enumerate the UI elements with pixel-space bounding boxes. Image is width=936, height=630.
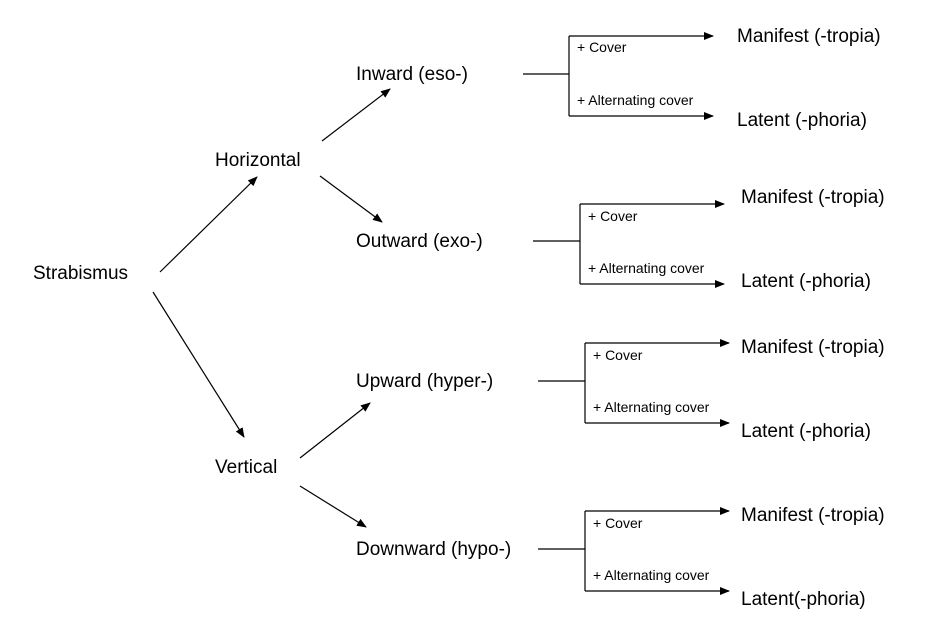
arrow-horizontal-to-outward	[319, 175, 383, 223]
direction-node-upward: Upward (hyper-)	[356, 371, 494, 392]
direction-node-outward: Outward (exo-)	[356, 231, 483, 252]
downward-manifest-result: Manifest (-tropia)	[741, 505, 885, 526]
arrow-vertical-to-upward	[299, 402, 371, 459]
upward-latent-result: Latent (-phoria)	[741, 421, 871, 442]
arrow-strabismus-to-vertical	[152, 291, 245, 438]
axis-node-vertical: Vertical	[215, 457, 278, 478]
downward-cover-test-label: + Cover	[593, 515, 643, 531]
outward-manifest-result: Manifest (-tropia)	[741, 187, 885, 208]
direction-node-inward: Inward (eso-)	[356, 64, 468, 85]
arrow-vertical-to-downward	[299, 485, 367, 528]
axis-node-horizontal: Horizontal	[215, 150, 301, 171]
downward-alternating-cover-test-label: + Alternating cover	[593, 567, 710, 583]
bracket-inward	[523, 32, 714, 120]
upward-manifest-result: Manifest (-tropia)	[741, 337, 885, 358]
outward-alternating-cover-test-label: + Alternating cover	[588, 260, 705, 276]
bracket-downward	[538, 507, 730, 595]
inward-manifest-result: Manifest (-tropia)	[737, 26, 881, 47]
inward-cover-test-label: + Cover	[577, 39, 627, 55]
outward-latent-result: Latent (-phoria)	[741, 271, 871, 292]
upward-cover-test-label: + Cover	[593, 347, 643, 363]
arrow-horizontal-to-inward	[321, 88, 391, 142]
bracket-outward	[533, 200, 725, 288]
direction-node-downward: Downward (hypo-)	[356, 539, 512, 560]
root-node-strabismus: Strabismus	[33, 263, 129, 284]
arrow-strabismus-to-horizontal	[159, 176, 258, 273]
bracket-upward	[538, 339, 730, 427]
downward-latent-result: Latent(-phoria)	[741, 589, 866, 610]
inward-alternating-cover-test-label: + Alternating cover	[577, 92, 694, 108]
outward-cover-test-label: + Cover	[588, 208, 638, 224]
upward-alternating-cover-test-label: + Alternating cover	[593, 399, 710, 415]
inward-latent-result: Latent (-phoria)	[737, 110, 867, 131]
